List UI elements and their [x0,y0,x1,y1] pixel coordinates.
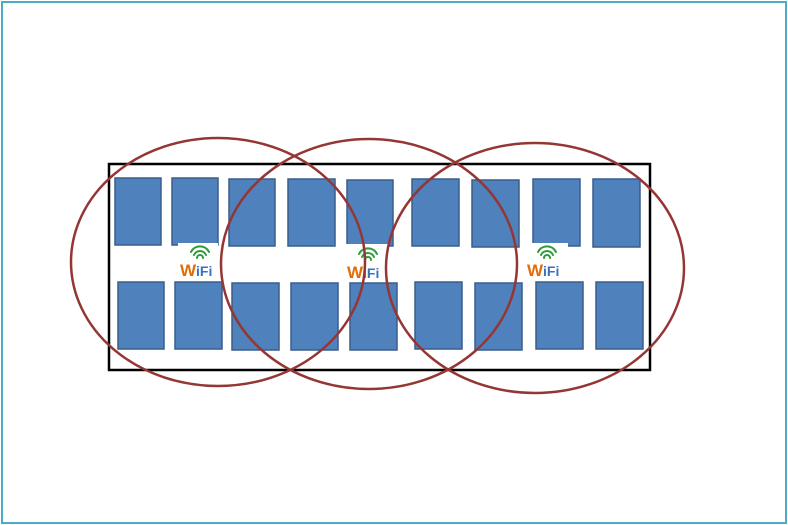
access-point-background [526,243,568,280]
wifi-label: WiFi [180,261,212,280]
desk [532,178,581,247]
room-outline [107,162,652,372]
coverage-circle [69,136,367,388]
desk [287,178,336,247]
desk [290,282,339,351]
coverage-circle [384,141,686,395]
desk [535,281,584,350]
desk [595,281,644,350]
desk [231,282,280,351]
desk-row-top [114,177,641,248]
access-point-2: WiFi [346,244,388,282]
access-point-background [346,244,388,281]
desk [471,179,520,248]
desk [171,177,219,246]
desk [346,179,394,247]
wifi-icon [190,245,210,259]
wifi-label: WiFi [527,261,559,280]
coverage-circles [69,136,686,395]
desk-row-bottom [117,281,644,351]
desk [117,281,165,350]
desk [174,281,223,350]
desk [474,282,523,351]
wifi-icon [537,245,557,259]
access-point-3: WiFi [526,243,568,280]
coverage-circle [219,137,519,391]
desk [592,178,641,248]
wifi-label: WiFi [347,263,379,282]
access-point-1: WiFi [178,243,218,280]
desk [114,177,162,246]
desk [228,178,276,247]
desk [414,281,463,350]
access-point-background [178,243,218,279]
